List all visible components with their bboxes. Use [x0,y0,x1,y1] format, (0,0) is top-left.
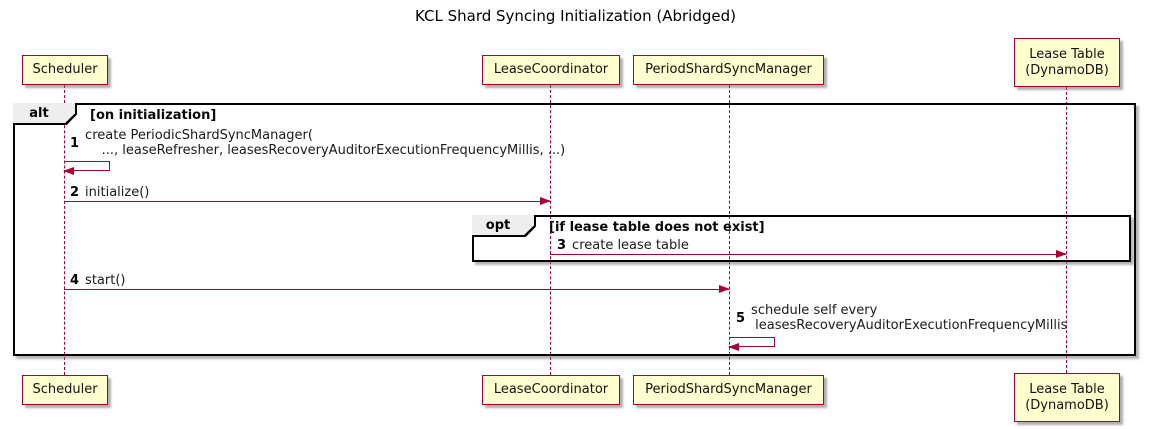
message-3-text: create lease table [572,238,689,253]
lifeline-lease-table [1066,87,1067,373]
lifeline-period-shard-sync-manager [729,85,730,375]
message-3-number: 3 [557,238,567,253]
arrowhead-right-icon [540,197,551,205]
message-2-number: 2 [70,185,80,200]
message-4-arrow [64,285,730,293]
alt-frame: alt [on initialization] [13,103,1136,356]
message-4-label: 4 start() [70,273,125,288]
arrowhead-right-icon [1056,250,1067,258]
participant-lease-coordinator-top: LeaseCoordinator [482,55,620,85]
participant-label: LeaseCoordinator [493,62,609,77]
message-5-self-arrow [728,337,775,351]
message-4-text: start() [85,273,126,288]
message-2-arrow [64,197,551,205]
message-4-number: 4 [70,273,80,288]
message-1-label: 1 create PeriodicShardSyncManager( ..., … [70,128,565,158]
participant-scheduler-top: Scheduler [22,55,108,85]
opt-frame-tab: opt [472,215,536,237]
participant-lease-coordinator-bottom: LeaseCoordinator [482,375,620,405]
alt-frame-condition: [on initialization] [90,108,217,123]
participant-label: PeriodShardSyncManager [645,382,812,397]
message-2-text: initialize() [85,185,150,200]
message-1-number: 1 [70,135,80,151]
participant-label: Lease Table (DynamoDB) [1025,381,1109,413]
lifeline-lease-coordinator [550,85,551,375]
alt-frame-tab: alt [13,103,77,125]
diagram-title: KCL Shard Syncing Initialization (Abridg… [415,7,736,25]
participant-label: LeaseCoordinator [493,382,609,397]
opt-frame-operator: opt [472,215,534,235]
message-1-text: create PeriodicShardSyncManager( ..., le… [85,128,566,158]
alt-frame-operator: alt [13,103,75,123]
participant-label: Scheduler [32,62,98,77]
lifeline-scheduler [64,85,65,375]
arrowhead-right-icon [719,285,730,293]
arrowhead-left-icon [728,343,739,351]
participant-lease-table-top: Lease Table (DynamoDB) [1014,38,1120,87]
arrowhead-left-icon [63,167,74,175]
message-3-arrow [550,250,1067,258]
message-2-label: 2 initialize() [70,185,149,200]
participant-lease-table-bottom: Lease Table (DynamoDB) [1014,373,1120,422]
message-1-self-arrow [63,161,110,175]
participant-period-shard-sync-manager-top: PeriodShardSyncManager [633,55,824,85]
message-5-label: 5 schedule self every leasesRecoveryAudi… [736,303,1067,333]
participant-label: PeriodShardSyncManager [645,62,812,77]
participant-label: Scheduler [32,382,98,397]
participant-period-shard-sync-manager-bottom: PeriodShardSyncManager [633,375,824,405]
message-5-text: schedule self every leasesRecoveryAudito… [751,303,1068,333]
participant-label: Lease Table (DynamoDB) [1025,46,1109,78]
opt-frame-condition: [if lease table does not exist] [549,220,765,235]
participant-scheduler-bottom: Scheduler [22,375,108,405]
opt-frame: opt [if lease table does not exist] [472,215,1131,262]
message-3-label: 3 create lease table [557,238,689,253]
message-5-number: 5 [736,310,746,326]
